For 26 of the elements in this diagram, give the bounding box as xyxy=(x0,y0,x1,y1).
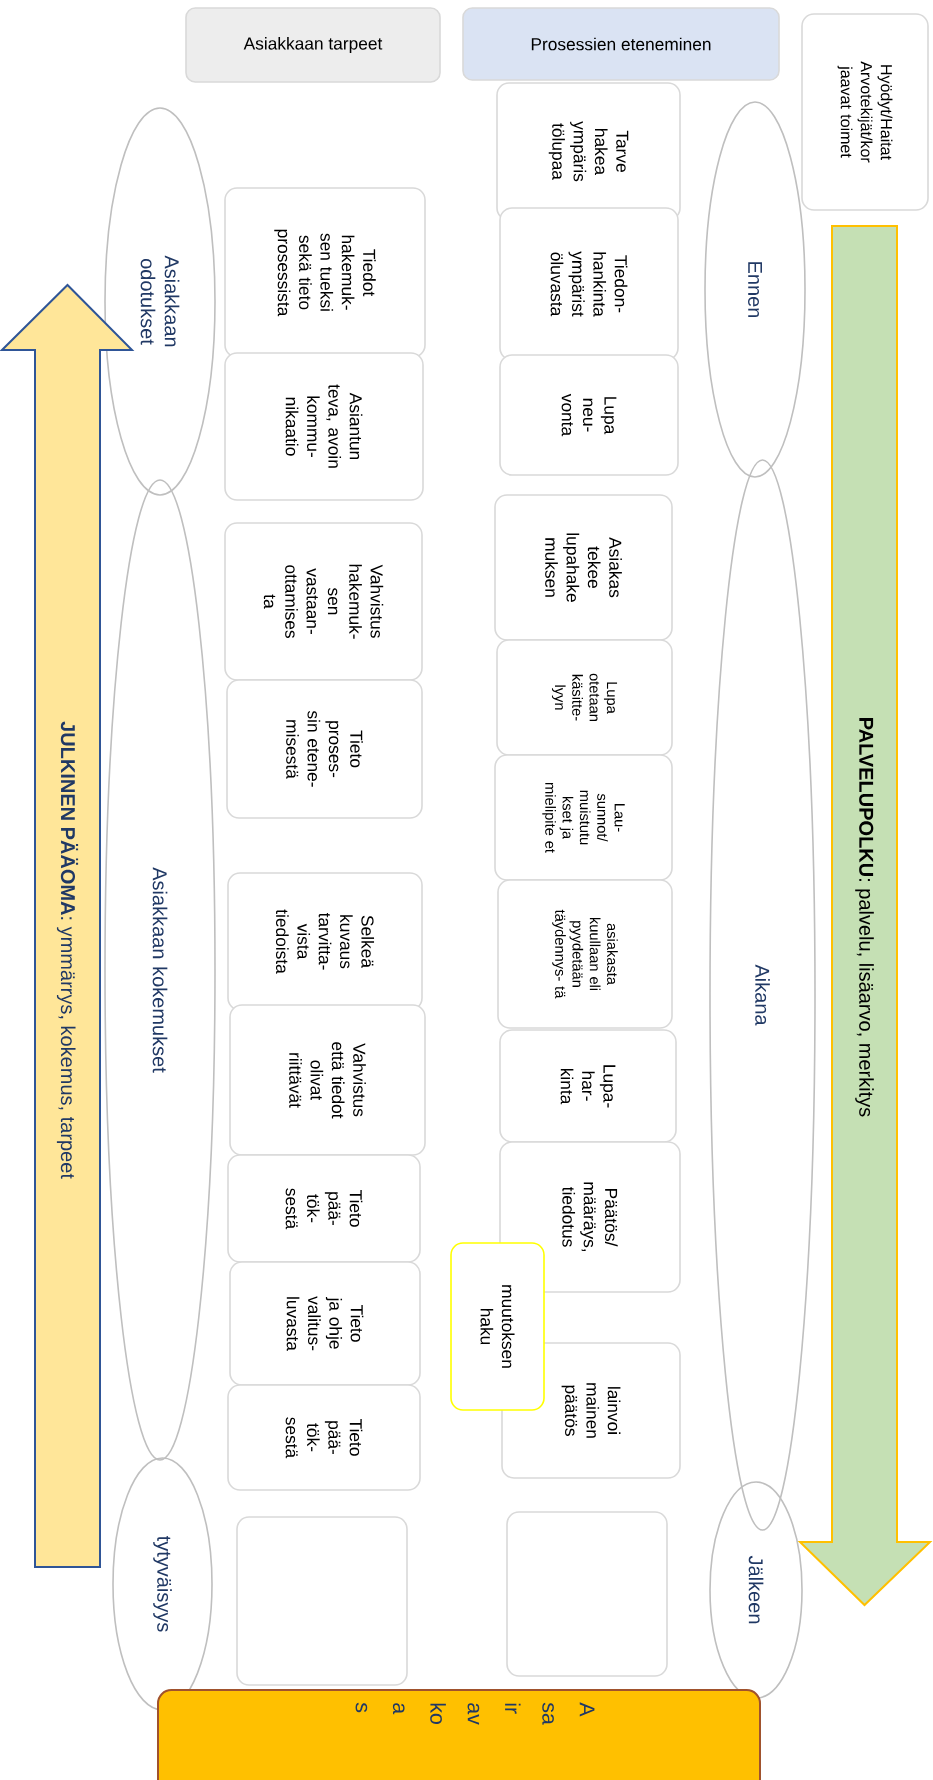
step-box: Tieto ja ohje valitus- luvasta xyxy=(229,1261,421,1386)
step-box: Asiakas tekee lupahake muksen xyxy=(494,494,673,641)
step-box: Tieto pää- tök- sestä xyxy=(227,1154,421,1263)
step-box: asiakasta kuullaan eli pyydetään täydennys- tä xyxy=(497,879,673,1029)
step-box: Lau- sunnot/ muistutu kset ja mielipite et xyxy=(494,754,673,881)
step-box: Tieto pää- tök- sestä xyxy=(227,1384,421,1491)
banner-box: A sa ir av ko a s xyxy=(157,1689,761,1780)
step-box: Tarve hakea ympäris tölupaa xyxy=(496,82,681,221)
step-box: Tiedon- hankinta ympärist öluvasta xyxy=(499,207,679,361)
highlight-box: muutoksen haku xyxy=(450,1242,545,1411)
step-box xyxy=(506,1511,668,1677)
column-header: Prosessien eteneminen xyxy=(462,7,780,81)
step-box: Hyödyt/Haitat Arvotekijät/kor jaavat toimet xyxy=(801,13,929,211)
step-box: Tiedot hakemuk- sen tueksi sekä tieto prosessista xyxy=(224,187,426,358)
step-box: Lupa neu- vonta xyxy=(499,354,679,476)
arrow-banner: PALVELUPOLKU: palvelu, lisäarvo, merkitys xyxy=(797,225,933,1607)
step-box: Vahvistus että tiedot olivat riittävät xyxy=(229,1004,426,1156)
step-box: Asiantun teva, avoin kommu- nikaatio xyxy=(224,352,424,501)
step-box xyxy=(236,1516,408,1686)
column-header: Asiakkaan tarpeet xyxy=(185,7,441,83)
step-box: Lupa- har- kinta xyxy=(499,1029,677,1143)
arrow-banner: JULKINEN PÄÄOMA: ymmärrys, kokemus, tarpeet xyxy=(0,283,135,1568)
step-box: Selkeä kuvaus tarvitta- vista tiedoista xyxy=(227,872,423,1011)
step-box: Vahvistus hakemuk- sen vastaan- ottamises ta xyxy=(224,522,423,681)
step-box: Tieto proses- sin etene- misestä xyxy=(226,679,423,819)
step-box: Lupa otetaan käsitte- lyyn xyxy=(496,639,673,756)
